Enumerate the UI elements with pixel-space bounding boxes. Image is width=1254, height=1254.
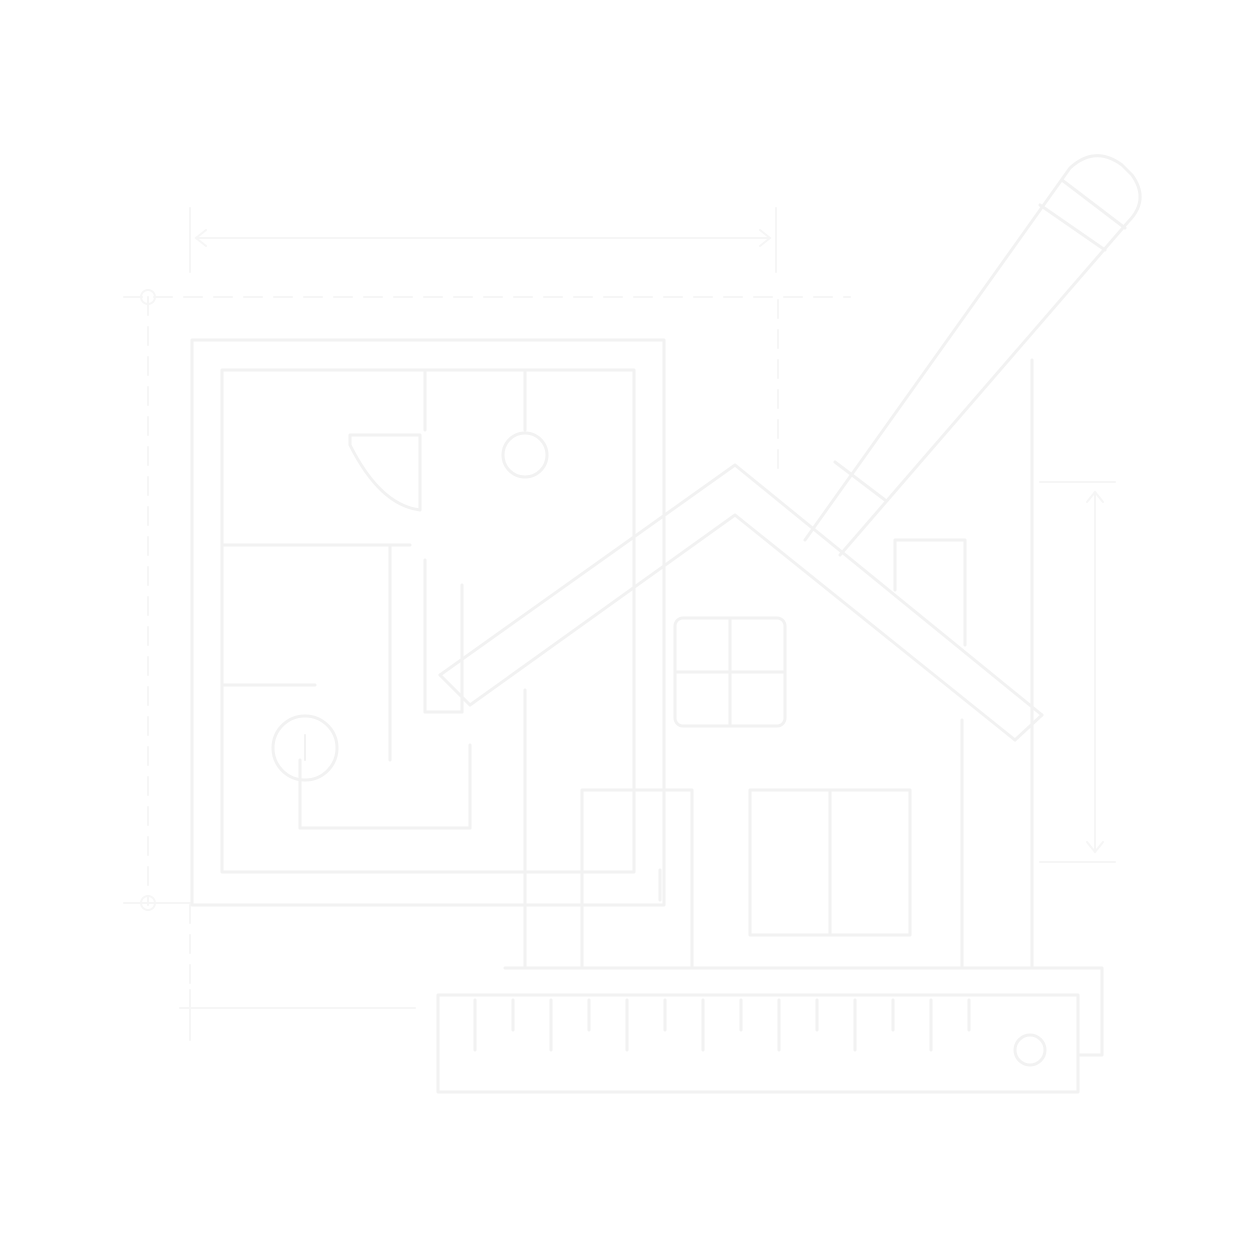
house-drawing [438, 358, 1044, 970]
dimension-line-top [189, 207, 777, 273]
dimension-line-right [1039, 481, 1116, 863]
floor-plan-sheet [190, 338, 666, 907]
ruler-ticks [473, 998, 971, 1052]
ruler-icon [436, 966, 1104, 1094]
dimension-line-bottom [179, 989, 416, 1027]
pencil-icon [803, 154, 1142, 557]
dashed-guides [123, 289, 851, 1041]
